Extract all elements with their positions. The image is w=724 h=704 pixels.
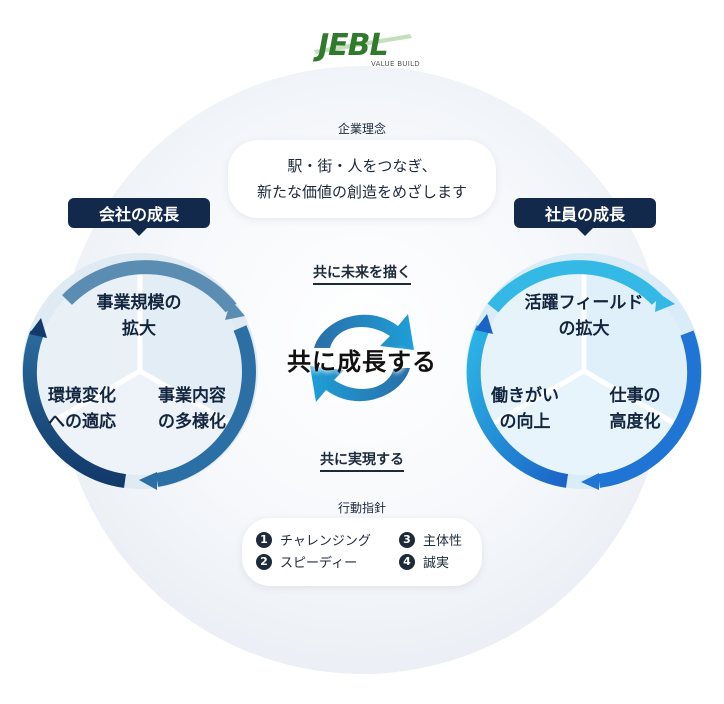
guideline-number: 4	[399, 553, 415, 570]
segment-line: 高度化	[609, 412, 661, 432]
bottom-center-label-text: 共に実現する	[320, 452, 404, 472]
guidelines-title: 行動指針	[337, 501, 386, 515]
segment-line: への適応	[48, 412, 116, 432]
top-center-label: 共に未来を描く	[0, 262, 724, 285]
logo-mark	[314, 34, 412, 54]
company-segment-left: 環境変化 への適応	[22, 383, 142, 435]
segment-line: の拡大	[558, 319, 610, 339]
company-segment-right: 事業内容 の多様化	[132, 383, 252, 435]
employee-growth-title: 社員の成長	[544, 205, 625, 224]
philosophy-line-1: 駅・街・人をつなぎ、	[287, 157, 437, 175]
segment-line: 事業規模の	[96, 293, 182, 313]
guideline-number: 2	[256, 553, 272, 570]
segment-line: 仕事の	[609, 386, 661, 406]
guideline-item: 1 チャレンジング	[256, 530, 371, 549]
employee-segment-left: 働きがい の向上	[470, 383, 580, 435]
philosophy-box: 駅・街・人をつなぎ、 新たな価値の創造をめざします	[228, 140, 496, 218]
employee-segment-top: 活躍フィールド の拡大	[504, 290, 664, 342]
company-segment-top: 事業規模の 拡大	[64, 290, 214, 342]
segment-line: の向上	[499, 412, 551, 432]
bottom-center-label: 共に実現する	[0, 449, 724, 472]
guidelines-box	[242, 518, 482, 586]
philosophy-title: 企業理念	[337, 122, 386, 136]
segment-line: 働きがい	[491, 386, 559, 406]
company-growth-circle	[22, 253, 258, 490]
guideline-item: 3 主体性	[399, 530, 462, 549]
jebl-logo: JEBL VALUE BUILD	[300, 28, 424, 72]
cycle-arrows-icon	[310, 314, 414, 402]
logo-text: JEBL	[318, 28, 389, 63]
employee-growth-circle	[466, 253, 702, 490]
guideline-label: チャレンジング	[280, 534, 371, 549]
guideline-label: 誠実	[423, 556, 450, 571]
guideline-item: 4 誠実	[399, 552, 449, 571]
philosophy-line-2: 新たな価値の創造をめざします	[256, 183, 467, 201]
segment-line: 拡大	[122, 319, 156, 339]
segment-line: 環境変化	[48, 386, 116, 406]
employee-growth-badge: 社員の成長	[514, 198, 656, 236]
employee-segment-right: 仕事の 高度化	[580, 383, 690, 435]
segment-line: 事業内容	[158, 386, 226, 406]
company-growth-badge: 会社の成長	[68, 198, 210, 236]
guideline-item: 2 スピーディー	[256, 552, 357, 571]
top-center-label-text: 共に未来を描く	[313, 265, 411, 285]
logo-tagline: VALUE BUILD	[370, 60, 420, 68]
segment-line: 活躍フィールド	[524, 293, 644, 313]
guideline-label: スピーディー	[280, 556, 358, 571]
guideline-label: 主体性	[423, 534, 463, 549]
guideline-number: 3	[399, 531, 415, 548]
guideline-number: 1	[256, 531, 272, 548]
company-growth-title: 会社の成長	[98, 205, 179, 224]
segment-line: の多様化	[158, 412, 226, 432]
center-main-text: 共に成長する	[287, 348, 437, 376]
